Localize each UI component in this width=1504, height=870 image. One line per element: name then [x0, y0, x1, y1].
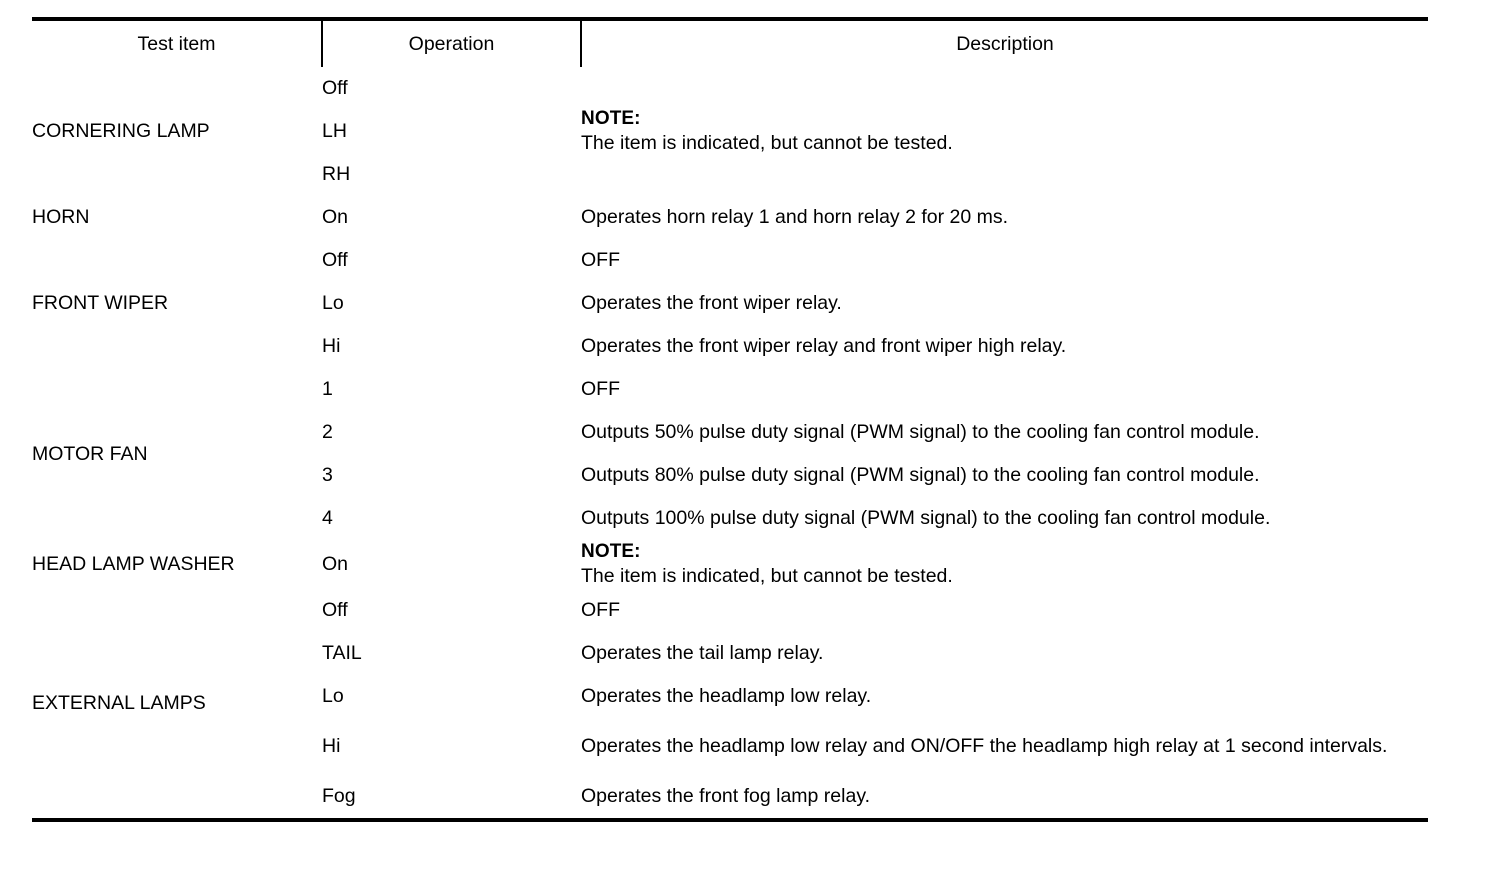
cell-description: NOTE: The item is indicated, but cannot …: [581, 540, 1428, 589]
cell-description: Operates the front wiper relay.: [581, 292, 842, 315]
cell-operation: Off: [322, 77, 348, 100]
table-row: 2 Outputs 50% pulse duty signal (PWM sig…: [32, 411, 1428, 454]
table-header: Test item Operation Description: [32, 19, 1428, 67]
cell-test-item: HEAD LAMP WASHER: [32, 553, 235, 576]
cell-operation: TAIL: [322, 642, 362, 665]
note-text: The item is indicated, but cannot be tes…: [581, 132, 953, 155]
column-header-test-item: Test item: [32, 19, 323, 67]
table-row: 3 Outputs 80% pulse duty signal (PWM sig…: [32, 454, 1428, 497]
cell-description: Operates the front wiper relay and front…: [581, 335, 1067, 358]
cell-test-item: FRONT WIPER: [32, 292, 169, 315]
cell-test-item: CORNERING LAMP: [32, 120, 210, 143]
cell-description: Operates the tail lamp relay.: [581, 642, 824, 665]
table-row: Fog Operates the front fog lamp relay.: [32, 775, 1428, 820]
cell-description: Outputs 50% pulse duty signal (PWM signa…: [581, 421, 1260, 444]
cell-test-item: HORN: [32, 206, 90, 229]
table-row: Hi Operates the headlamp low relay and O…: [32, 718, 1428, 775]
cell-operation: 4: [322, 507, 333, 530]
table-row: Hi Operates the front wiper relay and fr…: [32, 325, 1428, 368]
table-row: TAIL Operates the tail lamp relay.: [32, 632, 1428, 675]
cell-operation: Off: [322, 249, 348, 272]
table-row: FRONT WIPER Off OFF: [32, 239, 1428, 314]
header-row: Test item Operation Description: [32, 19, 1428, 67]
cell-operation: 1: [322, 378, 333, 401]
cell-operation: Off: [322, 599, 348, 622]
cell-operation: Hi: [322, 335, 341, 358]
cell-description: Outputs 100% pulse duty signal (PWM sign…: [581, 507, 1271, 530]
table-row: LH: [32, 110, 1428, 153]
cell-operation: Hi: [322, 735, 341, 758]
cell-operation: 3: [322, 464, 333, 487]
cell-operation: Lo: [322, 685, 344, 708]
table-row: HEAD LAMP WASHER On NOTE: The item is in…: [32, 540, 1428, 589]
cell-test-item: MOTOR FAN: [32, 442, 148, 465]
cell-description: OFF: [581, 249, 620, 272]
table-row: RH: [32, 153, 1428, 196]
note-label: NOTE:: [581, 541, 641, 562]
active-test-table-container: Test item Operation Description CORNERIN…: [32, 17, 1428, 823]
cell-description: Operates the headlamp low relay.: [581, 685, 872, 708]
note-label: NOTE:: [581, 107, 641, 129]
table-row: 4 Outputs 100% pulse duty signal (PWM si…: [32, 497, 1428, 540]
cell-description: OFF: [581, 378, 620, 401]
cell-operation: On: [322, 553, 349, 576]
cell-operation: On: [322, 206, 349, 229]
cell-test-item: EXTERNAL LAMPS: [32, 692, 206, 715]
cell-description: Operates the headlamp low relay and ON/O…: [581, 735, 1388, 758]
table-row: MOTOR FAN 1 OFF: [32, 368, 1428, 465]
cell-description: Outputs 80% pulse duty signal (PWM signa…: [581, 464, 1260, 487]
cell-description: NOTE: The item is indicated, but cannot …: [581, 67, 1428, 196]
table-row: Lo Operates the headlamp low relay.: [32, 675, 1428, 718]
active-test-spec-table: Test item Operation Description CORNERIN…: [32, 17, 1428, 823]
cell-description: Operates horn relay 1 and horn relay 2 f…: [581, 206, 1009, 229]
table-row: Lo Operates the front wiper relay.: [32, 282, 1428, 325]
note-text: The item is indicated, but cannot be tes…: [581, 565, 953, 588]
cell-operation: 2: [322, 421, 333, 444]
column-header-description: Description: [956, 32, 1054, 55]
cell-operation: RH: [322, 163, 351, 186]
cell-operation: LH: [322, 120, 347, 143]
cell-description: OFF: [581, 599, 620, 622]
cell-operation: Fog: [322, 785, 356, 808]
cell-operation: Lo: [322, 292, 344, 315]
table-row: HORN On Operates horn relay 1 and horn r…: [32, 196, 1428, 239]
table-row: EXTERNAL LAMPS Off OFF: [32, 589, 1428, 714]
column-header-operation: Operation: [322, 19, 582, 67]
table-row: CORNERING LAMP Off NOTE: The item is ind…: [32, 67, 1428, 154]
table-body: CORNERING LAMP Off NOTE: The item is ind…: [32, 67, 1428, 820]
cell-description: Operates the front fog lamp relay.: [581, 785, 871, 808]
